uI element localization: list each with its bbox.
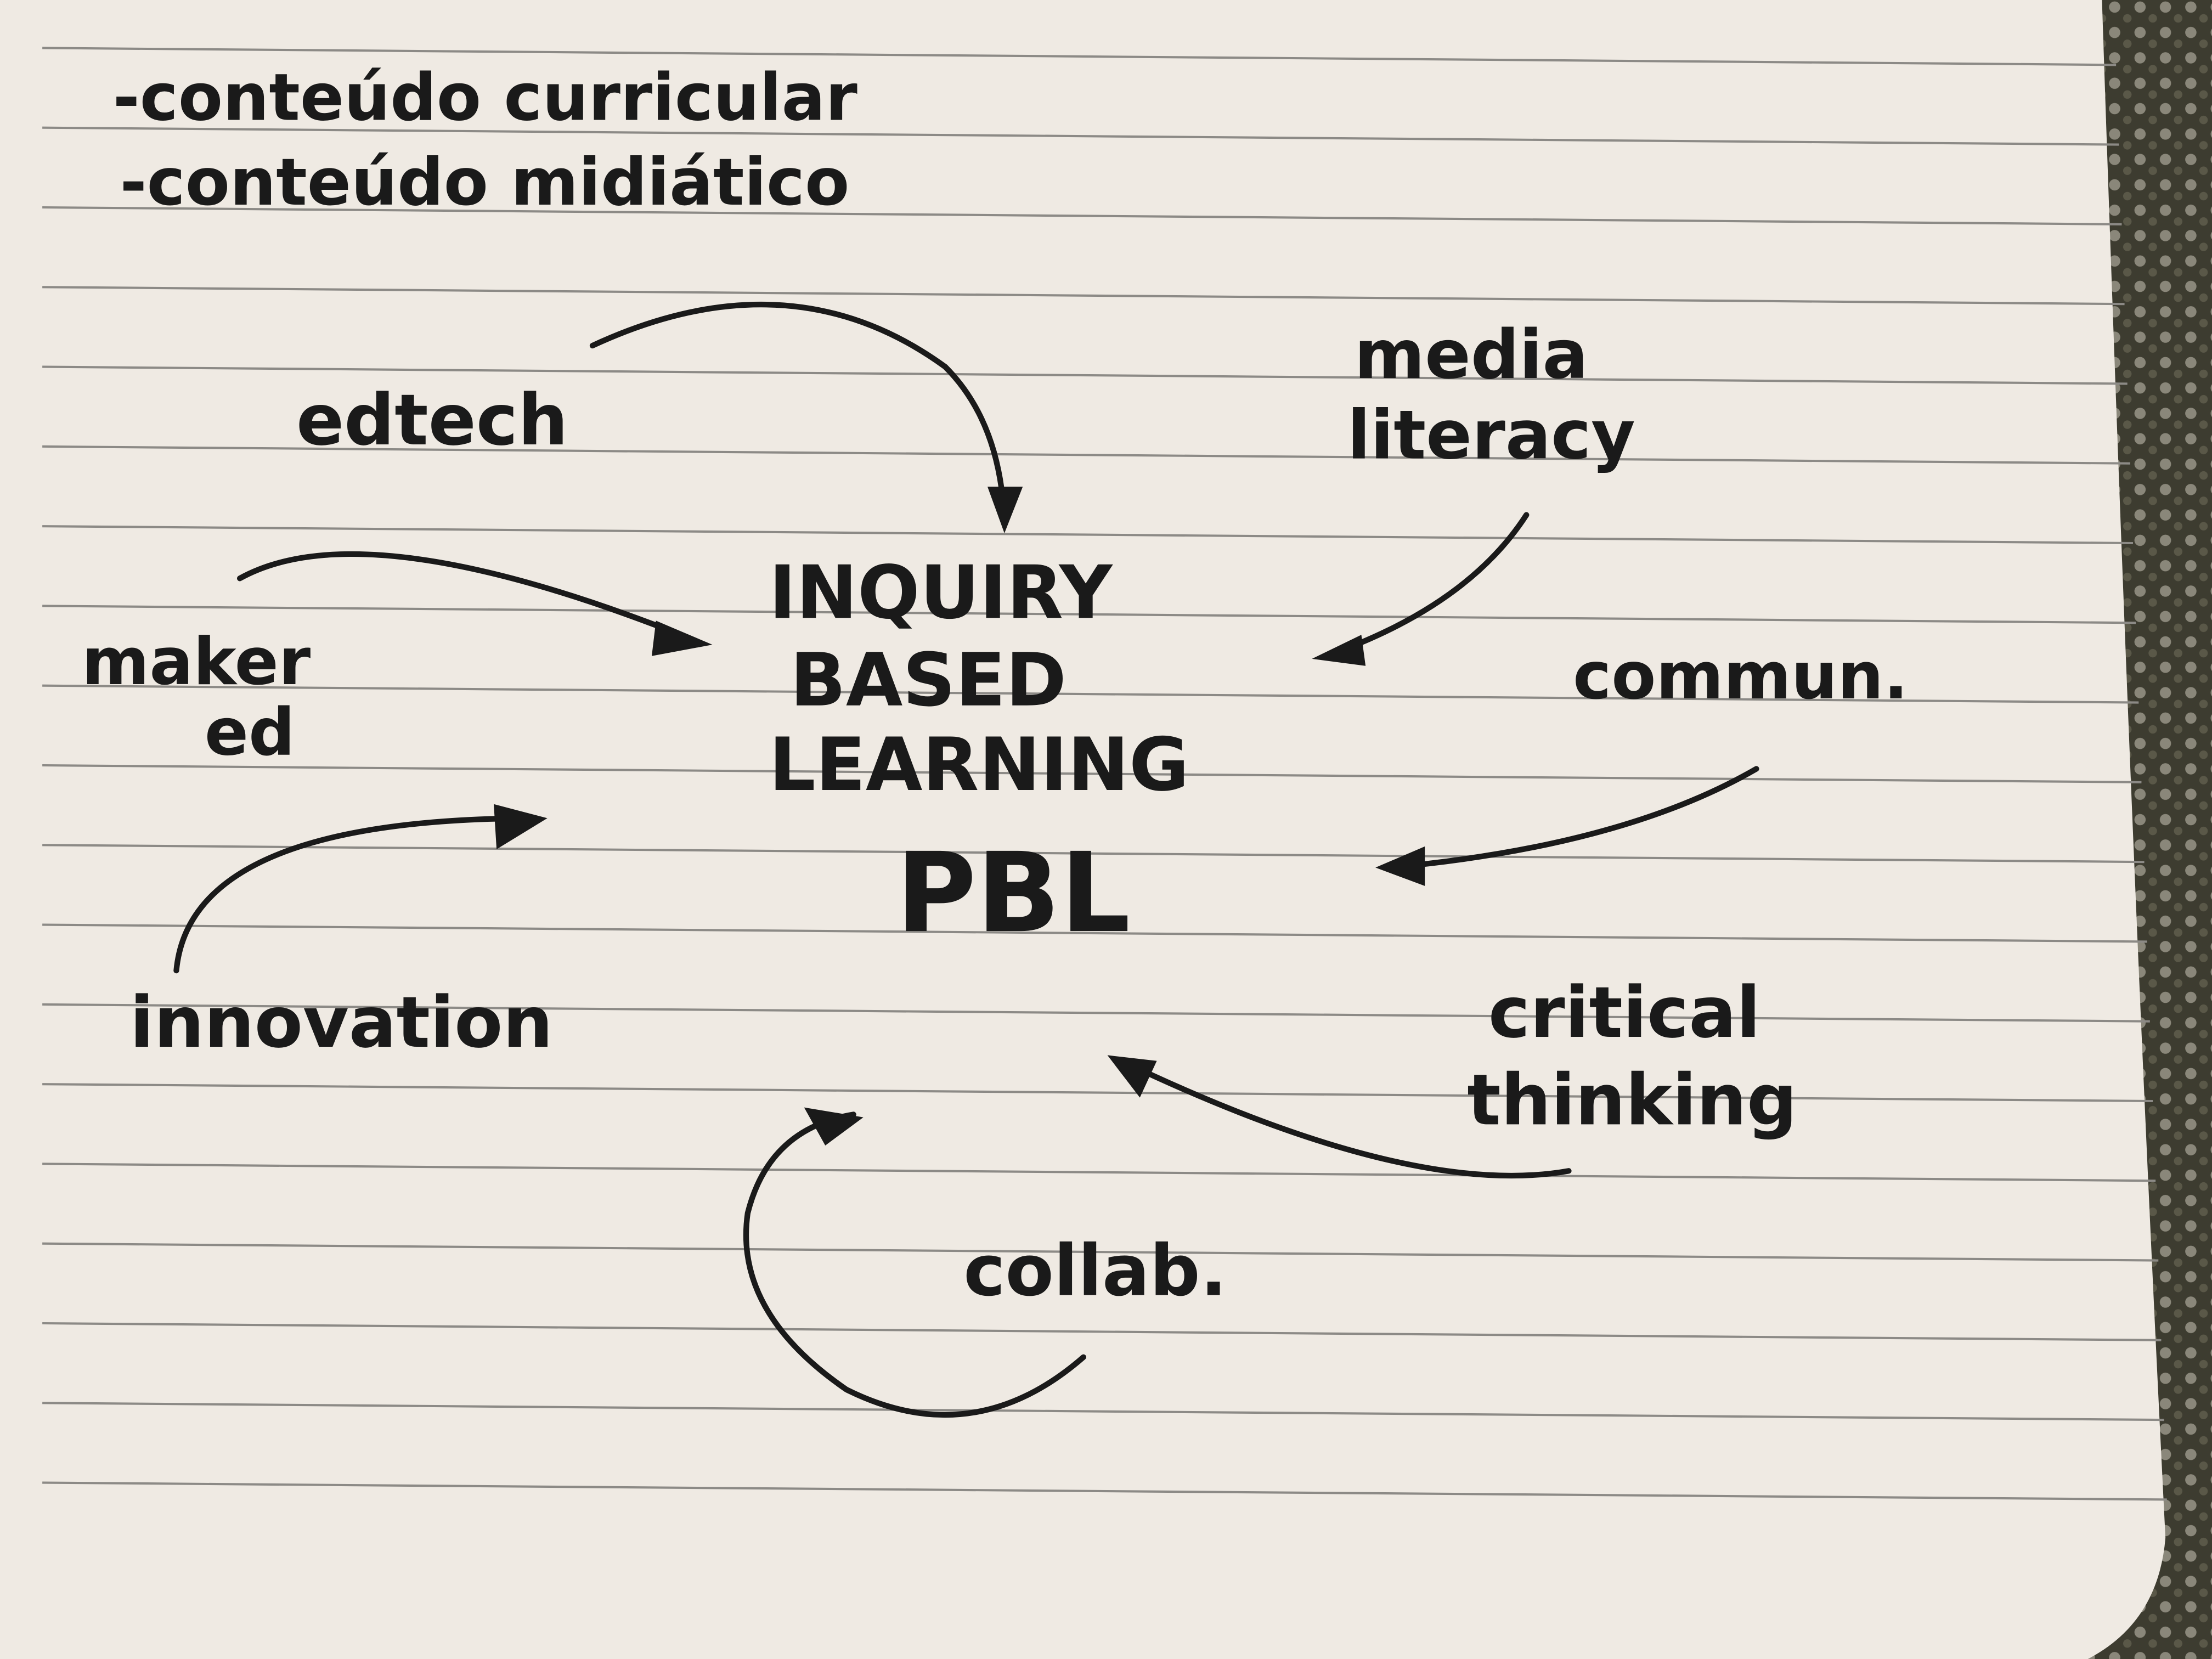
node-maker: maker	[82, 624, 311, 699]
node-critical: critical	[1488, 972, 1760, 1054]
node-commun: commun.	[1573, 638, 1908, 714]
center-line-2: BASED	[790, 637, 1066, 723]
arrow-maker	[237, 551, 701, 645]
ruled-line	[42, 684, 2139, 704]
note-line-2: -conteúdo midiático	[120, 144, 850, 220]
ruled-line	[42, 47, 2117, 66]
node-literacy: literacy	[1347, 396, 1635, 475]
arrowhead-critical	[1107, 1055, 1157, 1098]
ruled-line	[42, 126, 2119, 146]
ruled-line	[42, 605, 2136, 624]
ruled-line	[42, 206, 2122, 225]
ruled-line	[42, 1083, 2153, 1103]
ruled-line	[42, 525, 2134, 545]
arrow-critical	[1119, 1058, 1572, 1179]
node-thinking: thinking	[1467, 1059, 1797, 1141]
node-media: media	[1355, 315, 1588, 394]
ruled-line	[42, 1242, 2159, 1262]
node-edtech: edtech	[296, 380, 568, 461]
note-line-1: -conteúdo curricular	[113, 60, 857, 136]
arrowhead-collab	[804, 1107, 864, 1146]
arrow-commun	[1386, 766, 1759, 871]
arrow-collab	[743, 1111, 1087, 1418]
ruled-line	[42, 1481, 2167, 1501]
ruled-line	[42, 365, 2128, 385]
node-maker-ed: ed	[205, 695, 295, 770]
ruled-line	[42, 286, 2125, 306]
arrow-innovation	[173, 815, 539, 974]
center-line-3: LEARNING	[769, 722, 1189, 808]
ruled-line	[42, 1163, 2156, 1182]
node-collab: collab.	[963, 1231, 1227, 1312]
node-innovation: innovation	[130, 982, 553, 1064]
arrowhead-commun	[1375, 846, 1425, 886]
arrowhead-edtech	[988, 487, 1023, 533]
ruled-line	[42, 1402, 2164, 1421]
arrow-edtech	[589, 301, 1007, 528]
ruled-line	[42, 764, 2142, 783]
center-line-1: INQUIRY	[769, 550, 1113, 635]
arrowhead-maker	[652, 620, 713, 656]
ruled-lines	[42, 47, 2167, 1501]
center-pbl: PBL	[896, 830, 1131, 957]
ruled-line	[42, 445, 2130, 465]
notebook-page	[0, 0, 2166, 1659]
arrowhead-innovation	[494, 804, 548, 849]
ruled-line	[42, 844, 2145, 864]
arrow-media	[1323, 512, 1530, 659]
ruled-line	[42, 1003, 2150, 1023]
ruled-line	[42, 923, 2147, 943]
ruled-line	[42, 1322, 2162, 1341]
arrowhead-media	[1312, 635, 1366, 666]
